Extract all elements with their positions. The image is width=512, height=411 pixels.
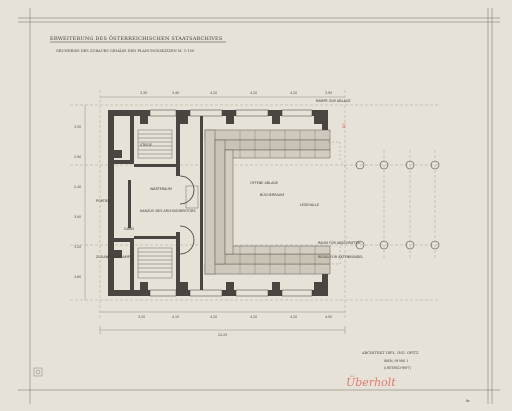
dim-left-1: 3.50 xyxy=(74,125,81,129)
dim-bottom-3: 4.20 xyxy=(210,315,217,319)
label-abschriften: RAUM FÜR ABSCHRIFTEN xyxy=(318,240,361,245)
apse-curves xyxy=(179,175,199,255)
staircase-bottom xyxy=(137,247,173,279)
dim-top-6: 3.95 xyxy=(325,91,332,95)
label-zugang: ZUGANG ZUR RAMPE xyxy=(96,255,132,259)
dim-left-6: 3.60 xyxy=(74,275,81,279)
label-kanzlei: KANZLEI DES ARCHIVDIREKTORS xyxy=(140,209,196,213)
drawing-subtitle: GRUNDRISS DES ZUBAUES GEMÄSS DEN PLANUNG… xyxy=(56,48,195,53)
interior-walls xyxy=(114,116,203,290)
dim-left-4: 3.00 xyxy=(74,215,81,219)
dim-left-2: 2.90 xyxy=(74,155,81,159)
architect-stamp-line-3: (UNTERSCHRIFT) xyxy=(384,366,411,370)
dim-top-3: 4.20 xyxy=(210,91,217,95)
dim-top-2: 3.40 xyxy=(172,91,179,95)
dim-total: 24.25 xyxy=(218,333,227,337)
label-lesehalle: LESEHALLE xyxy=(300,203,319,207)
dimension-lines xyxy=(84,96,346,334)
label-regal: REGAL FÜR AKTENBÜNDEL xyxy=(318,254,363,259)
dim-bottom-5: 4.20 xyxy=(290,315,297,319)
dim-top-1: 3.30 xyxy=(140,91,147,95)
sheet-mark: Nr. xyxy=(466,399,470,403)
label-rampe: RAMPE ZUR ABLAGE xyxy=(316,99,351,103)
dim-bottom-1: 3.20 xyxy=(138,315,145,319)
dim-left-5: 3.20 xyxy=(74,245,81,249)
column-markers xyxy=(355,160,440,250)
architect-stamp-line-1: ARCHITEKT DIPL. ING. OPITZ xyxy=(361,351,419,355)
shelving-u-shape xyxy=(149,109,331,297)
sheet-frame xyxy=(18,8,500,404)
drawing-title: ERWEITERUNG DES ÖSTERREICHISCHEN STAATSA… xyxy=(50,35,223,42)
label-portier: PORTIER xyxy=(96,199,111,203)
red-pencil-mark: ü xyxy=(342,123,346,130)
label-warteraum: WARTERAUM xyxy=(150,187,172,191)
signature-ueberholt: Überholt xyxy=(346,375,396,389)
architect-stamp-line-2: WIEN, IM MAI 1 xyxy=(384,359,408,363)
label-offene-ablage: OFFENE ABLAGE xyxy=(250,181,278,185)
dim-bottom-6: 4.50 xyxy=(325,315,332,319)
dim-top-5: 4.20 xyxy=(290,91,297,95)
axis-grid xyxy=(70,90,440,318)
future-extension-outline xyxy=(328,141,349,265)
dim-bottom-2: 4.15 xyxy=(172,315,179,319)
dim-top-4: 4.20 xyxy=(250,91,257,95)
dim-left-3: 2.40 xyxy=(74,185,81,189)
staircase-top xyxy=(137,129,173,159)
label-buecherraum: BÜCHERRAUM xyxy=(260,192,284,197)
label-gang: GANG xyxy=(124,227,134,231)
archive-stamp xyxy=(33,367,43,377)
dim-bottom-4: 4.20 xyxy=(250,315,257,319)
label-stiege: STIEGE xyxy=(140,143,152,147)
